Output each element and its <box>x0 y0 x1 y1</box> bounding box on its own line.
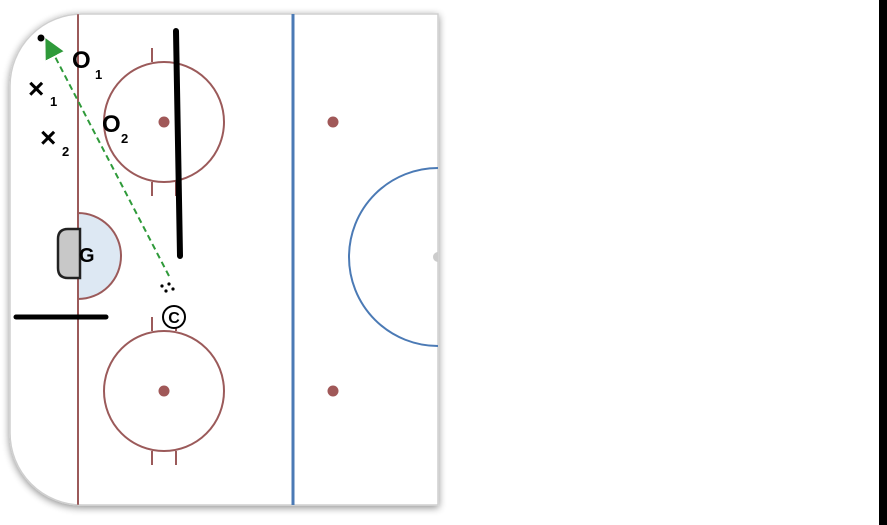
coach-label: C <box>168 310 180 327</box>
player-o1-symbol: O <box>72 47 91 74</box>
center-dot <box>433 252 438 262</box>
pass-arrow <box>45 38 170 277</box>
right-edge-bar <box>879 0 887 525</box>
center-circle <box>348 167 438 347</box>
player-x1-subscript: 1 <box>50 94 57 109</box>
goal-crease <box>77 211 122 301</box>
player-x2-symbol: × <box>40 122 56 153</box>
neutral-zone-dot-top <box>327 116 339 128</box>
player-x1-symbol: × <box>28 73 44 104</box>
player-o1-subscript: 1 <box>95 67 102 82</box>
barrier-vertical <box>173 28 183 259</box>
player-o2-subscript: 2 <box>121 131 128 146</box>
player-x2-subscript: 2 <box>62 144 69 159</box>
player-x1: × 1 <box>28 73 57 109</box>
puck-marker <box>37 34 45 42</box>
goalie-label: G <box>79 245 95 267</box>
player-o1: O 1 <box>72 47 102 82</box>
player-o2: O 2 <box>102 111 128 146</box>
player-x2: × 2 <box>40 122 69 159</box>
rink-surface <box>9 13 439 506</box>
coach-marker: C <box>162 305 186 329</box>
puck-pile <box>160 282 175 293</box>
player-o2-symbol: O <box>102 111 121 138</box>
goalie-shape <box>56 227 82 280</box>
neutral-zone-dot-bottom <box>327 385 339 397</box>
